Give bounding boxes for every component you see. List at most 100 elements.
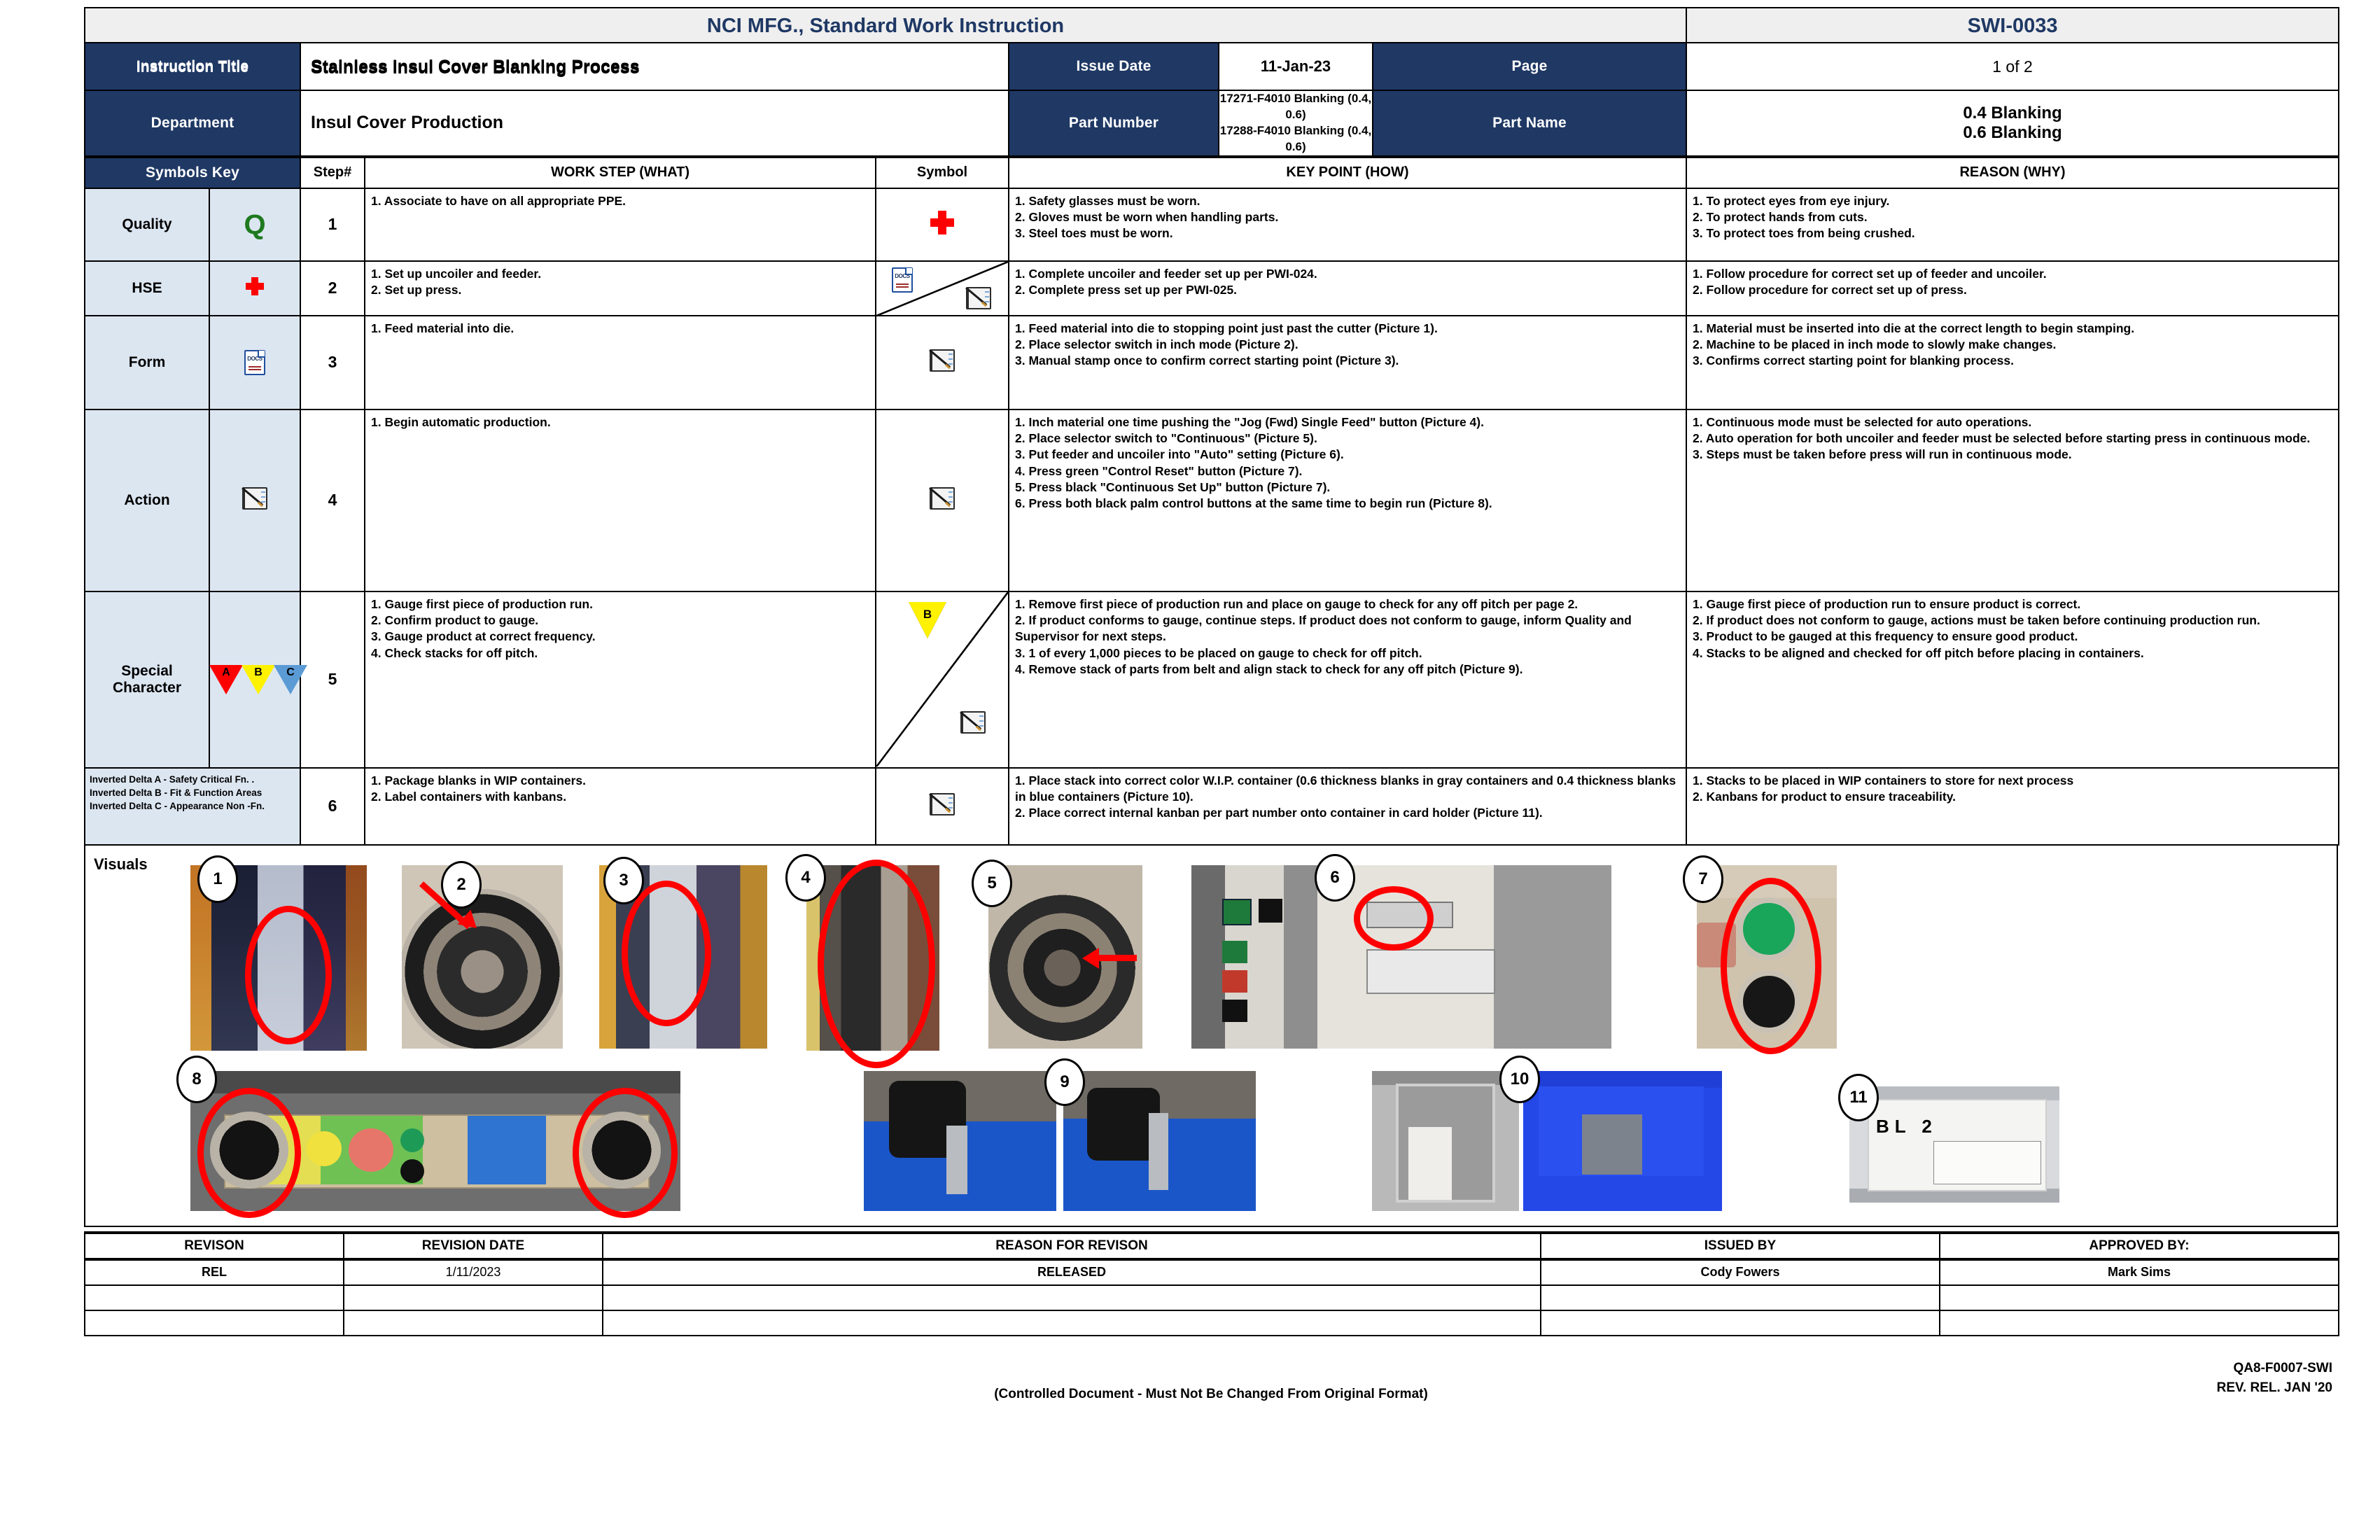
docs-page-rule-1 (896, 284, 909, 285)
document-footer: (Controlled Document - Must Not Be Chang… (84, 1356, 2338, 1423)
symbol-cell-4 (875, 408, 1009, 592)
pointer-arrow-line (1093, 954, 1137, 961)
part-number-line-1: 17271-F4010 Blanking (0.4, 0.6) (1219, 92, 1372, 121)
visual-item-6[interactable]: 6 (1191, 853, 1611, 1049)
reason-1: 1. To protect eyes from eye injury. 2. T… (1686, 187, 2339, 262)
revision-value-2 (84, 1284, 344, 1311)
visual-photo-11-kanban: BL 2 (1849, 1086, 2059, 1203)
visual-item-4[interactable]: 4 (785, 853, 939, 1068)
revision-date-2 (343, 1284, 603, 1311)
page-value: 1 of 2 (1686, 42, 2339, 91)
step-row-5: Special Character A B C 5 1. Gauge first… (84, 590, 2339, 769)
highlight-ellipse-right (573, 1087, 678, 1218)
visual-item-10[interactable]: 10 (1372, 1055, 1722, 1211)
clipboard-pen-icon (965, 286, 993, 311)
visual-item-3[interactable]: 3 (599, 856, 767, 1049)
company-title: NCI MFG., Standard Work Instruction (83, 7, 1688, 45)
red-cross-icon (930, 211, 954, 235)
symbols-key-action-icon-cell (209, 408, 301, 592)
revision-approved-by-1: Mark Sims (1939, 1258, 2339, 1286)
clipboard-pen-icon (928, 348, 956, 373)
visual-callout-9: 9 (1044, 1058, 1085, 1106)
revision-reason-1: RELEASED (602, 1258, 1541, 1286)
visual-photo-9b (1063, 1070, 1256, 1211)
visual-photo-10a-gray-container (1372, 1070, 1519, 1211)
clipboard-pen-icon (959, 710, 987, 735)
revision-value-1: REL (84, 1258, 344, 1286)
issue-date-value: 11-Jan-23 (1218, 42, 1373, 91)
docs-page-icon: DOCS (244, 349, 265, 375)
symbols-key-form-label: Form (84, 314, 210, 410)
work-step-3: 1. Feed material into die. (364, 314, 876, 410)
col-symbols-key: Symbols Key (84, 156, 301, 189)
reason-6: 1. Stacks to be placed in WIP containers… (1686, 766, 2339, 846)
revision-col-revison: REVISON (84, 1231, 344, 1261)
symbol-cell-5: B (875, 590, 1009, 769)
reason-2: 1. Follow procedure for correct set up o… (1686, 260, 2339, 316)
instruction-title-label-2: Instruction Title (84, 42, 301, 91)
triangle-b-symbol-label: B (923, 607, 932, 621)
part-number-line-2: 17288-F4010 Blanking (0.4, 0.6) (1219, 123, 1372, 153)
visual-photo-2 (402, 864, 563, 1049)
visual-item-5[interactable]: 5 (972, 859, 1142, 1049)
visual-item-7[interactable]: 7 (1683, 855, 1837, 1054)
visual-item-8[interactable]: 8 (176, 1055, 680, 1218)
visual-item-1[interactable]: 1 (190, 855, 367, 1051)
triangle-b-label: B (254, 666, 262, 678)
page-label: Page (1372, 42, 1687, 91)
visual-item-9[interactable]: 9 (864, 1058, 1256, 1211)
black-button-2 (1222, 999, 1247, 1022)
part-name-line-1: 0.4 Blanking (1963, 103, 2062, 122)
step-row-2: HSE 2 1. Set up uncoiler and feeder. 2. … (84, 260, 2339, 316)
visual-photo-9-pair (864, 1070, 1256, 1211)
letter-q-green-icon: Q (244, 209, 266, 240)
key-point-5: 1. Remove first piece of production run … (1008, 590, 1687, 769)
visual-callout-1: 1 (197, 855, 238, 903)
part-name-line-2: 0.6 Blanking (1963, 122, 2062, 142)
step-row-3: Form DOCS 3 1. Feed material into die. 1… (84, 314, 2339, 410)
part-blank (946, 1125, 967, 1194)
visual-callout-4: 4 (785, 853, 826, 902)
triangle-b: B (241, 664, 278, 696)
step-row-4: Action 4 1. Begin automatic production. … (84, 408, 2339, 592)
col-symbol: Symbol (875, 156, 1009, 189)
clipboard-pen-icon (241, 486, 269, 511)
pointer-arrow-head (1082, 947, 1099, 969)
blank-stack (1408, 1126, 1452, 1200)
symbol-cell-6 (875, 766, 1009, 846)
symbols-key-special-character-label: Special Character (84, 590, 210, 769)
blank-stack (1582, 1114, 1642, 1175)
visual-item-11[interactable]: BL 2 11 (1838, 1071, 2059, 1203)
revision-table: REVISON REVISION DATE REASON FOR REVISON… (84, 1231, 2339, 1336)
department-label: Department (84, 90, 301, 157)
revision-date-3 (343, 1309, 603, 1336)
symbols-key-special-character-icon-cell: A B C (209, 590, 310, 769)
col-reason: REASON (WHY) (1686, 156, 2339, 189)
row-department: Department Insul Cover Production Part N… (84, 90, 2339, 157)
visuals-row-1: 1 2 3 4 5 (190, 853, 1855, 1068)
revision-col-issued-by: ISSUED BY (1540, 1231, 1940, 1261)
work-step-1: 1. Associate to have on all appropriate … (364, 187, 876, 262)
revision-row-2 (84, 1284, 2339, 1311)
docs-page-label: DOCS (895, 272, 910, 279)
form-rev: REV. REL. JAN '20 (2216, 1380, 2332, 1396)
visuals-label: Visuals (94, 855, 148, 873)
visual-item-2[interactable]: 2 (402, 860, 563, 1049)
revision-header-row: REVISON REVISION DATE REASON FOR REVISON… (84, 1231, 2339, 1261)
revision-issued-by-3 (1540, 1309, 1940, 1336)
triangle-c: C (274, 664, 310, 696)
step-number-5: 5 (300, 590, 365, 769)
revision-col-date: REVISION DATE (343, 1231, 603, 1261)
visual-callout-10: 10 (1499, 1055, 1540, 1103)
triangle-c-label: C (286, 666, 295, 678)
revision-approved-by-2 (1939, 1284, 2339, 1311)
docs-page-icon: DOCS (892, 267, 913, 293)
clipboard-pen-icon (928, 486, 956, 511)
revision-reason-2 (602, 1284, 1541, 1311)
column-header-row: Symbols Key Step# WORK STEP (WHAT) Symbo… (84, 156, 2339, 189)
step-number-6: 6 (300, 766, 365, 846)
revision-approved-by-3 (1939, 1309, 2339, 1336)
symbol-cell-3 (875, 314, 1009, 410)
col-work-step: WORK STEP (WHAT) (364, 156, 876, 189)
black-round-button (400, 1158, 424, 1183)
